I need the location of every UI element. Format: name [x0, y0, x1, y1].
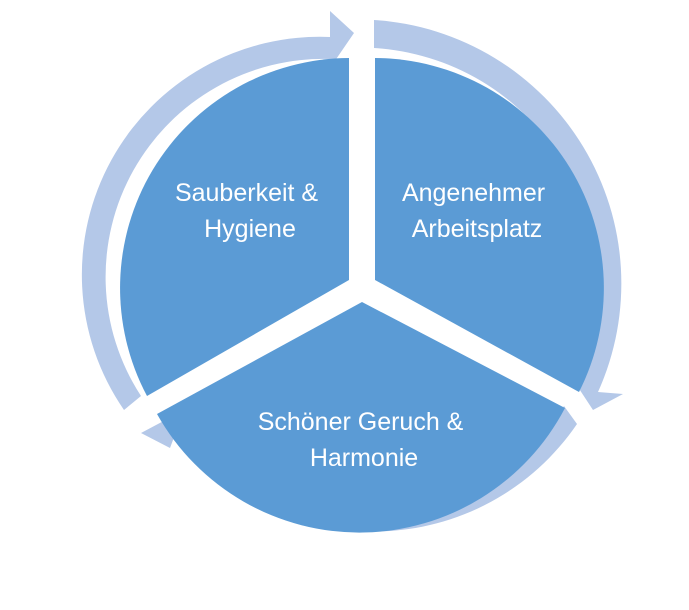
segments: [120, 58, 604, 533]
cycle-arrow-right: [374, 20, 623, 410]
segment-bottom: [157, 302, 565, 533]
cycle-arrow-top-left: [81, 11, 354, 410]
segment-label-geruch: Schöner Geruch & Harmonie: [258, 408, 471, 472]
segment-label-arbeitsplatz: Angenehmer Arbeitsplatz: [402, 179, 552, 243]
segment-top-left: [120, 58, 349, 396]
segment-label-sauberkeit: Sauberkeit & Hygiene: [175, 179, 325, 243]
segment-top-right: [375, 58, 604, 392]
